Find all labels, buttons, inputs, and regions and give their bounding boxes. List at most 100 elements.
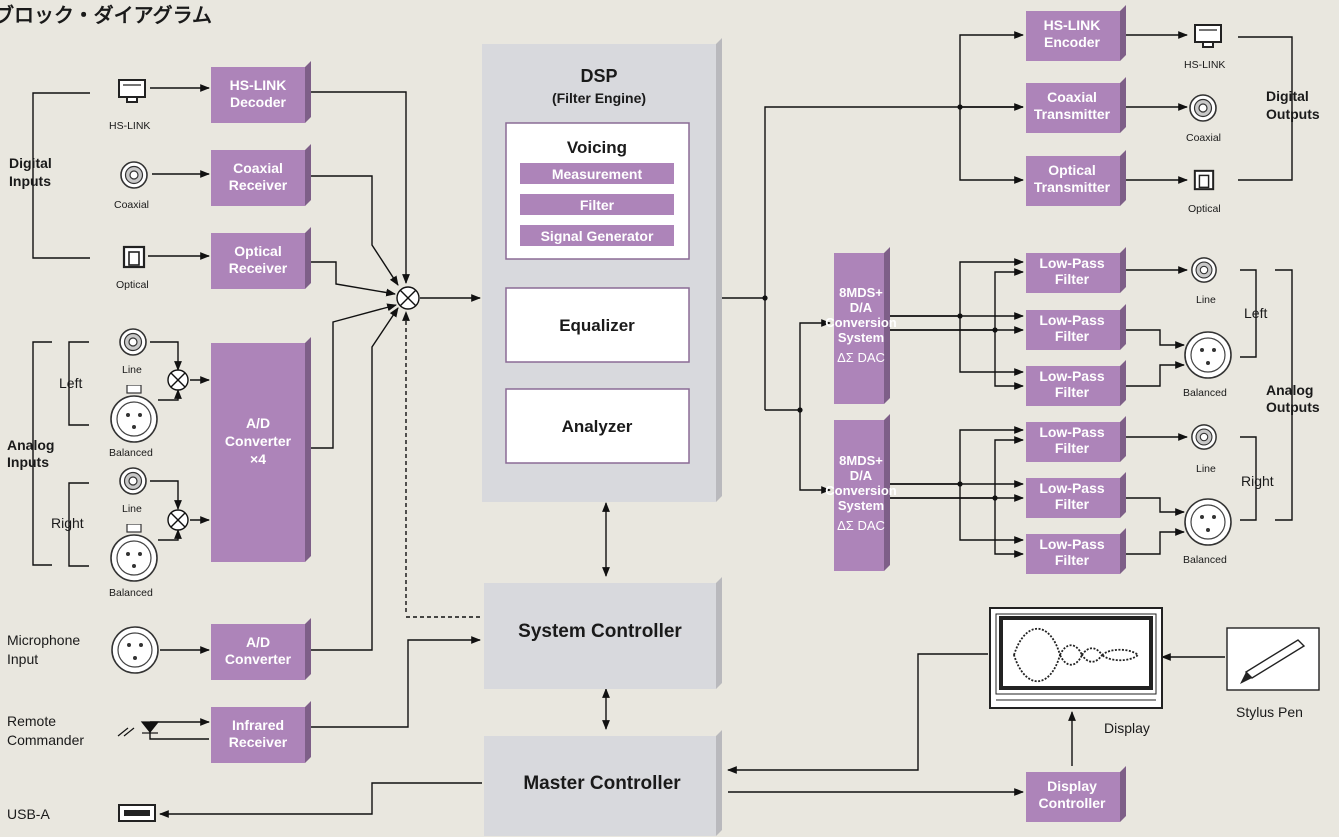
coaxial-output-label: Coaxial [1186,132,1221,144]
coaxial-output-icon [1189,94,1217,122]
svg-text:HS-LINK: HS-LINK [1044,17,1101,33]
lpf-label: Filter [1055,328,1090,344]
balanced-in-right-label: Balanced [109,587,153,599]
optical-transmitter-block: Optical Transmitter [1026,150,1126,206]
dsp-subtitle: (Filter Engine) [552,90,646,106]
line-out-right-label: Line [1196,463,1216,475]
svg-text:×4: ×4 [250,451,266,467]
balanced-out-left-label: Balanced [1183,387,1227,399]
infrared-sensor-icon [117,721,160,737]
svg-text:Display: Display [1047,778,1097,794]
voicing-item-measurement: Measurement [552,166,643,182]
mixer-right [167,509,189,531]
line-out-left-icon [1191,257,1217,283]
lpf-label: Filter [1055,440,1090,456]
balanced-out-right-label: Balanced [1183,554,1227,566]
line-in-left-label: Line [122,364,142,376]
optical-output-label: Optical [1188,203,1221,215]
hslink-output-icon [1194,24,1222,48]
usb-icon [118,804,156,822]
svg-text:System Controller: System Controller [518,621,682,642]
svg-text:System: System [838,330,884,345]
balanced-in-left-icon [110,385,158,443]
low-pass-filters: Low-PassFilterLow-PassFilterLow-PassFilt… [1026,247,1126,574]
svg-text:Transmitter: Transmitter [1034,106,1111,122]
svg-text:Coaxial: Coaxial [233,160,283,176]
line-in-left-icon [119,328,147,356]
voicing-title: Voicing [567,138,627,157]
svg-text:Decoder: Decoder [230,94,287,110]
analog-inputs-label: Analog Inputs [7,437,54,470]
line-out-left-label: Line [1196,294,1216,306]
lpf-label: Low-Pass [1039,368,1105,384]
microphone-label: Microphone Input [7,632,80,667]
svg-text:ΔΣ DAC: ΔΣ DAC [837,350,885,365]
master-controller-block: Master Controller [484,730,722,836]
voicing-box: Voicing Measurement Filter Signal Genera… [505,122,690,260]
remote-label: Remote Commander [7,713,84,748]
svg-text:Remote: Remote [7,713,56,729]
analog-outputs-label: Analog Outputs [1266,382,1320,415]
coaxial-input-label: Coaxial [114,199,149,211]
svg-text:Converter: Converter [225,433,292,449]
analog-right-label: Right [51,515,84,531]
svg-text:Receiver: Receiver [229,260,288,276]
lpf-label: Low-Pass [1039,480,1105,496]
svg-text:A/D: A/D [246,415,270,431]
equalizer-box: Equalizer [505,287,690,363]
coaxial-receiver-block: Coaxial Receiver [211,144,311,206]
lpf-label: Filter [1055,384,1090,400]
junction-dots [762,104,998,501]
svg-text:Optical: Optical [234,243,281,259]
svg-text:Equalizer: Equalizer [559,316,635,335]
hslink-input-icon [118,79,146,103]
coaxial-transmitter-block: Coaxial Transmitter [1026,77,1126,133]
svg-text:Digital: Digital [9,155,52,171]
svg-text:Master Controller: Master Controller [523,773,681,794]
optical-input-icon [122,245,146,269]
svg-text:Transmitter: Transmitter [1034,179,1111,195]
digital-outputs-label: Digital Outputs [1266,88,1320,122]
digital-inputs-label: Digital Inputs [9,155,52,189]
lpf-label: Filter [1055,271,1090,287]
svg-text:Commander: Commander [7,732,84,748]
svg-text:Microphone: Microphone [7,632,80,648]
optical-input-label: Optical [116,279,149,291]
svg-text:8MDS+: 8MDS+ [839,453,883,468]
lpf-label: Filter [1055,496,1090,512]
voicing-item-filter: Filter [580,197,615,213]
svg-text:Outputs: Outputs [1266,106,1320,122]
optical-receiver-block: Optical Receiver [211,227,311,289]
svg-text:Analog: Analog [7,437,54,453]
analog-out-left-label: Left [1244,305,1267,321]
svg-text:Controller: Controller [1039,795,1106,811]
svg-text:Conversion: Conversion [825,315,897,330]
analog-out-right-label: Right [1241,473,1274,489]
dac-block-left: 8MDS+ D/A Conversion System ΔΣ DAC [825,247,897,404]
lpf-label: Low-Pass [1039,255,1105,271]
summing-node [396,286,420,310]
lpf-label: Low-Pass [1039,536,1105,552]
balanced-out-right-icon [1184,498,1232,546]
connection-lines [32,31,1293,818]
svg-text:Coaxial: Coaxial [1047,89,1097,105]
display-screen-icon [989,607,1163,709]
svg-text:Inputs: Inputs [7,454,49,470]
svg-text:HS-LINK: HS-LINK [230,77,287,93]
mixer-left [167,369,189,391]
hslink-output-label: HS-LINK [1184,59,1225,71]
svg-text:D/A: D/A [850,300,873,315]
dac-block-right: 8MDS+ D/A Conversion System ΔΣ DAC [825,414,897,571]
hslink-input-label: HS-LINK [109,120,150,132]
svg-text:Digital: Digital [1266,88,1309,104]
system-controller-block: System Controller [484,577,722,689]
svg-text:Infrared: Infrared [232,717,284,733]
hslink-decoder-block: HS-LINK Decoder [211,61,311,123]
lpf-label: Low-Pass [1039,312,1105,328]
hslink-encoder-block: HS-LINK Encoder [1026,5,1126,61]
